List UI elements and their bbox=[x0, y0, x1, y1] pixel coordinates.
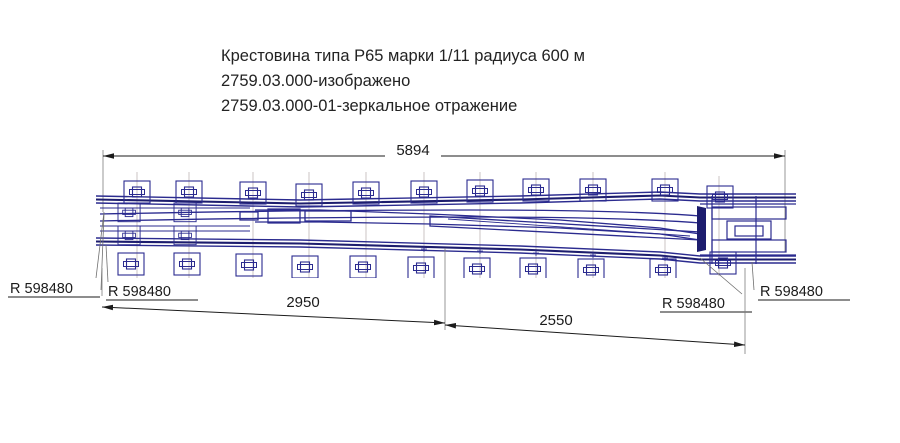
tie-plate-row-upper bbox=[123, 178, 734, 209]
dimension-label-right: 2550 bbox=[539, 312, 572, 329]
tie-plate bbox=[235, 253, 263, 277]
title-line-2: 2759.03.000-изображено bbox=[221, 72, 411, 90]
dimension-overall: 5894 bbox=[102, 142, 786, 252]
dimension-line-left bbox=[101, 304, 446, 326]
radius-label-4: R 598480 bbox=[760, 284, 823, 300]
rail-frog-core bbox=[239, 208, 701, 241]
title-line-1: Крестовина типа Р65 марки 1/11 радиуса 6… bbox=[221, 47, 585, 65]
radius-label-2: R 598480 bbox=[108, 284, 171, 300]
dimension-label-left: 2950 bbox=[286, 294, 319, 311]
rail-ticks bbox=[421, 246, 668, 261]
tie-plate bbox=[463, 257, 491, 278]
title-line-3: 2759.03.000-01-зеркальное отражение bbox=[221, 97, 518, 115]
radius-callout-group: R 598480 R 598480 R 598480 R 598480 bbox=[8, 211, 850, 313]
rail-bottom-head bbox=[96, 240, 796, 261]
tie-plate bbox=[173, 252, 201, 276]
dimension-label-overall: 5894 bbox=[396, 142, 429, 159]
rail-end-joint bbox=[700, 196, 796, 264]
tie-plate bbox=[117, 252, 145, 276]
dimension-segments: 2950 2550 bbox=[101, 248, 746, 354]
tie-plate bbox=[349, 255, 377, 278]
tie-plate-row-lower bbox=[117, 251, 737, 278]
tie-plate bbox=[407, 256, 435, 278]
dimension-line-right bbox=[444, 322, 746, 348]
rail-assembly bbox=[96, 172, 796, 278]
radius-label-3: R 598480 bbox=[662, 296, 725, 312]
rail-curved-inner bbox=[99, 209, 701, 224]
frog-nose-solid bbox=[697, 206, 706, 252]
tie-plate bbox=[519, 257, 547, 278]
tie-plate bbox=[291, 255, 319, 278]
title-block: Крестовина типа Р65 марки 1/11 радиуса 6… bbox=[221, 44, 585, 119]
rail-top-outer bbox=[96, 191, 796, 208]
radius-label-1: R 598480 bbox=[10, 281, 73, 297]
tie-plate bbox=[577, 258, 605, 278]
tie-plate bbox=[649, 258, 677, 278]
